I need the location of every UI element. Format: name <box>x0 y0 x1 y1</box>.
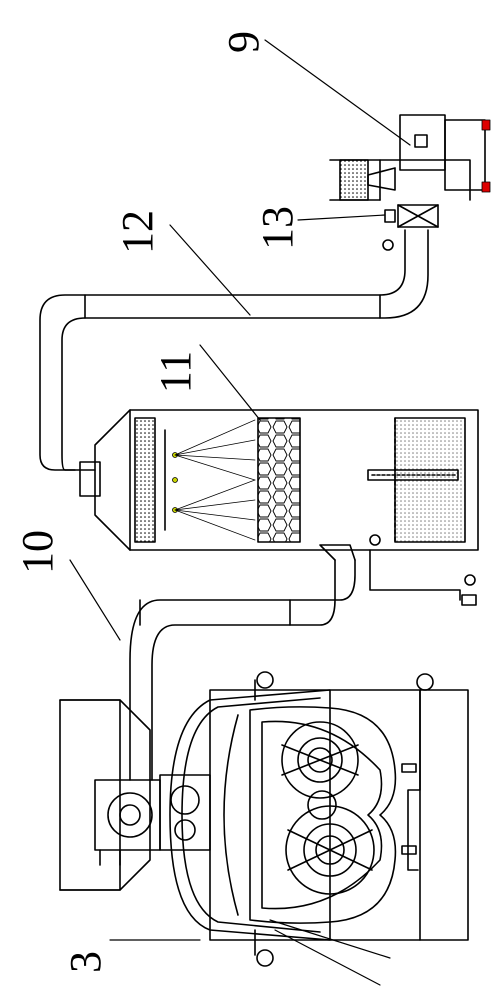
leader-kneader-a <box>269 919 391 959</box>
feed-hopper <box>59 699 151 891</box>
scrubber-cone <box>94 409 131 551</box>
duct-10-outer <box>129 559 356 781</box>
scrubber-inlet-cone <box>319 544 356 561</box>
leader-10 <box>69 559 121 641</box>
spray-nozzles <box>172 419 256 541</box>
fan-inlet-silencer <box>339 159 369 201</box>
label-9: 9 <box>219 31 268 53</box>
kneader-trough <box>249 706 397 924</box>
duct-12-inner <box>61 229 429 471</box>
leader-13 <box>297 214 386 221</box>
kneader-housing-inner <box>181 697 321 933</box>
leader-12 <box>169 224 251 316</box>
fan-frame <box>444 119 486 191</box>
valve-13-actuator <box>384 209 396 223</box>
packing-layer <box>257 417 301 543</box>
gearbox-wheel-2 <box>174 819 196 841</box>
pipe-flange-2 <box>401 845 417 855</box>
duct-12-outer <box>39 229 406 471</box>
jacket-outlet-pipe <box>407 689 421 871</box>
drain-valve <box>464 574 476 586</box>
kneader-housing <box>169 689 331 941</box>
fan-housing-lower <box>379 159 471 201</box>
valve-handwheel-bottom-left <box>256 949 274 967</box>
jacket-pipe-arc <box>223 714 239 916</box>
level-gauge <box>367 469 459 481</box>
kneader-rotor-lower <box>285 805 375 895</box>
valve-13 <box>384 204 439 228</box>
kneader-unit <box>59 671 469 967</box>
duct-12 <box>39 229 429 497</box>
kneader-rotor-upper <box>281 721 359 799</box>
kneader-trough-inner <box>261 720 383 910</box>
reference-numerals: 9 13 12 11 10 3 <box>13 31 302 973</box>
fan-mount-foot-bottom <box>481 181 491 193</box>
leader-9 <box>264 39 411 146</box>
butterfly-valve-body <box>397 204 439 228</box>
label-13: 13 <box>253 206 302 250</box>
label-12: 12 <box>113 210 162 254</box>
duct-12-gauge <box>382 239 394 251</box>
label-10: 10 <box>13 530 62 574</box>
duct-10 <box>129 544 356 781</box>
valve-handwheel-top-right <box>416 673 434 691</box>
exhaust-fan <box>329 114 491 201</box>
drain-pipe <box>369 549 461 601</box>
pipe-flange-1 <box>401 763 417 773</box>
scrubber-shell <box>129 409 479 551</box>
duct-12-flange <box>79 461 101 497</box>
gearbox <box>159 774 211 851</box>
fan-mount-foot-top <box>481 119 491 131</box>
valve-handwheel-top-left <box>256 671 274 689</box>
scrubber-tower <box>94 409 479 606</box>
drain-flange <box>461 594 477 606</box>
leader-11 <box>199 344 261 421</box>
fan-motor-box <box>414 134 428 148</box>
duct-10-inner <box>151 559 336 781</box>
label-11: 11 <box>151 351 200 393</box>
fan-inlet-cone <box>367 167 396 191</box>
gearbox-wheel-1 <box>170 785 200 815</box>
feed-hopper-plate <box>59 699 121 891</box>
mist-eliminator <box>134 417 156 543</box>
kneader-center-shaft <box>307 790 337 820</box>
sample-valve <box>369 534 381 546</box>
hopper-motor <box>107 792 153 838</box>
leader-lines <box>69 39 411 986</box>
leader-kneader-b <box>274 929 381 986</box>
label-3: 3 <box>61 951 110 973</box>
